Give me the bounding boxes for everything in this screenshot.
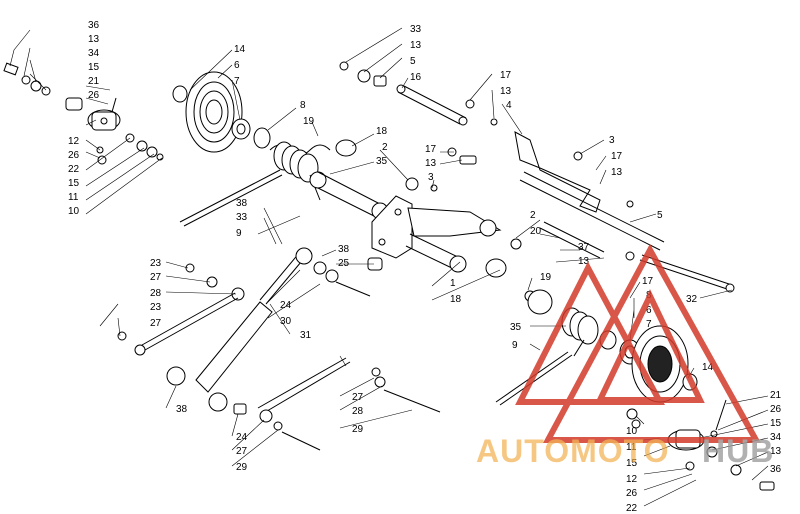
callout-21: 21	[88, 76, 100, 87]
callout-13: 13	[410, 40, 422, 51]
callout-17: 17	[611, 151, 623, 162]
callout-13: 13	[578, 256, 590, 267]
callout-17: 17	[425, 144, 437, 155]
callout-15: 15	[770, 418, 782, 429]
callout-11: 11	[626, 442, 637, 453]
callout-38: 38	[176, 404, 188, 415]
callout-9: 9	[512, 340, 518, 351]
callout-25: 25	[338, 258, 350, 269]
callout-27: 27	[150, 318, 162, 329]
watermark-brand-right: HUB	[702, 433, 774, 469]
callout-37: 37	[578, 242, 590, 253]
callout-3: 3	[428, 172, 434, 183]
top-right-hardware-group: 33 13 5 16 17 13 4 3 17 13	[339, 24, 634, 213]
callout-31: 31	[300, 330, 312, 341]
callout-27: 27	[352, 392, 364, 403]
callout-18: 18	[376, 126, 388, 137]
callout-17: 17	[500, 70, 512, 81]
callout-23: 23	[150, 258, 162, 269]
callout-36: 36	[88, 20, 100, 31]
automotohub-watermark: AUTOMOTO HUB	[476, 243, 774, 469]
callout-26: 26	[626, 488, 638, 499]
callout-26: 26	[88, 90, 100, 101]
callout-13: 13	[770, 446, 782, 457]
callout-12: 12	[68, 136, 80, 147]
callout-26: 26	[770, 404, 782, 415]
callout-3: 3	[609, 135, 615, 146]
callout-10: 10	[68, 206, 80, 217]
callout-17: 17	[642, 276, 654, 287]
callout-29: 29	[236, 462, 248, 473]
callout-13: 13	[88, 34, 100, 45]
callout-4: 4	[506, 100, 512, 111]
callout-15: 15	[88, 62, 100, 73]
callout-6: 6	[646, 305, 652, 316]
callout-13: 13	[425, 158, 437, 169]
callout-35: 35	[510, 322, 522, 333]
center-frame-assembly: 18 2 35 3 3 17 13 5 2 20 37 13 38 33 9 3…	[236, 126, 735, 315]
callout-38: 38	[236, 198, 248, 209]
left-torsion-spring	[179, 141, 331, 227]
callout-24: 24	[236, 432, 248, 443]
callout-8: 8	[300, 100, 306, 111]
top-idler-wheel: 14 6 7 8 19	[172, 44, 319, 153]
callout-30: 30	[280, 316, 292, 327]
callout-2: 2	[382, 142, 388, 153]
callout-32: 32	[686, 294, 698, 305]
callout-21: 21	[770, 390, 782, 401]
watermark-triangle-logo	[515, 261, 666, 405]
callout-38: 38	[338, 244, 350, 255]
callout-9: 9	[236, 228, 242, 239]
callout-22: 22	[626, 503, 638, 514]
callout-14: 14	[234, 44, 246, 55]
callout-36: 36	[770, 464, 782, 475]
callout-34: 34	[770, 432, 782, 443]
lower-right-assembly: 17 8 6 7 35 9 14 21 26 15 34 13 36 10 11…	[495, 276, 782, 514]
callout-14: 14	[702, 362, 714, 373]
callout-23: 23	[150, 302, 162, 313]
callout-13: 13	[611, 167, 623, 178]
callout-19: 19	[540, 272, 552, 283]
callout-27: 27	[150, 272, 162, 283]
callout-19: 19	[303, 116, 315, 127]
callout-29: 29	[352, 424, 364, 435]
callout-18: 18	[450, 294, 462, 305]
callout-11: 11	[68, 192, 79, 203]
callout-1: 1	[450, 278, 456, 289]
top-left-hardware-group: 36 13 34 15 21 26 12 26 22 15 11 10	[3, 20, 164, 217]
callout-16: 16	[410, 72, 422, 83]
callout-22: 22	[68, 164, 80, 175]
callout-10: 10	[626, 426, 638, 437]
callout-15: 15	[626, 458, 638, 469]
callout-6: 6	[234, 60, 240, 71]
callout-5: 5	[657, 210, 663, 221]
callout-34: 34	[88, 48, 100, 59]
watermark-brand-left: AUTOMOTO	[476, 433, 669, 469]
callout-33: 33	[236, 212, 248, 223]
callout-26: 26	[68, 150, 80, 161]
callout-35: 35	[376, 156, 388, 167]
callout-20: 20	[530, 226, 542, 237]
left-links-and-shock: 23 27 28 23 27 24 30 31 38 24 27 29 27 2…	[99, 247, 441, 473]
callout-7: 7	[646, 319, 652, 330]
callout-12: 12	[626, 474, 638, 485]
callout-2: 2	[530, 210, 536, 221]
callout-5: 5	[410, 56, 416, 67]
callout-28: 28	[352, 406, 364, 417]
callout-15: 15	[68, 178, 80, 189]
callout-7: 7	[234, 76, 240, 87]
callout-28: 28	[150, 288, 162, 299]
callout-27: 27	[236, 446, 248, 457]
callout-13: 13	[500, 86, 512, 97]
callout-33: 33	[410, 24, 422, 35]
callout-24: 24	[280, 300, 292, 311]
